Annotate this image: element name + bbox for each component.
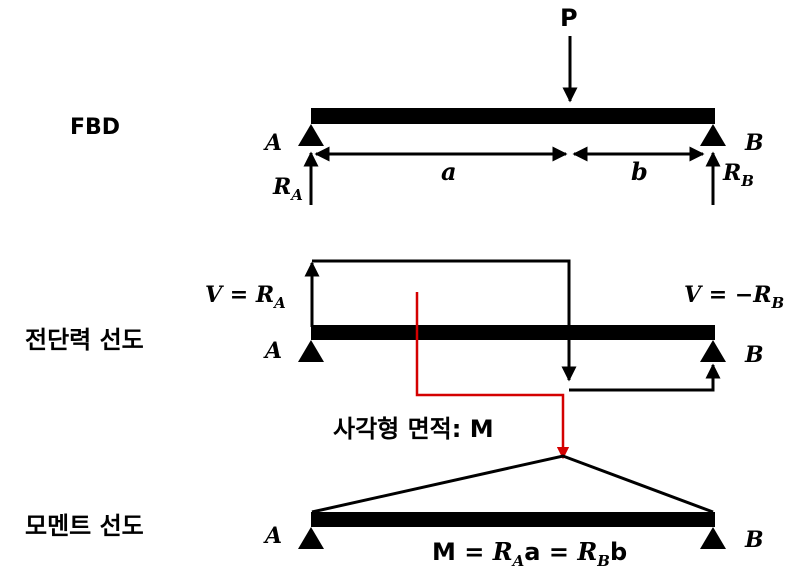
moment-equation: M = RAa = RBb <box>432 537 627 570</box>
beam-fbd <box>311 108 715 124</box>
load-label: P <box>560 4 578 32</box>
beam-moment <box>311 512 715 527</box>
support-a-shear <box>298 340 324 362</box>
section-label-shear: 전단력 선도 <box>25 326 144 354</box>
section-label-fbd: FBD <box>70 115 120 140</box>
section-label-moment: 모멘트 선도 <box>25 512 144 540</box>
shear-return-line <box>569 363 721 392</box>
shear-curve <box>312 259 577 382</box>
dimension-b-label: b <box>631 157 648 186</box>
support-label-b-fbd: B <box>744 130 764 156</box>
beam-shear <box>311 325 715 340</box>
shear-right-label: V = −RB <box>684 282 784 312</box>
support-label-a-moment: A <box>263 523 282 549</box>
support-b-fbd <box>700 124 726 146</box>
support-b-moment <box>700 527 726 549</box>
dimension-a-label: a <box>441 157 457 186</box>
area-to-moment-arrow <box>415 292 570 460</box>
support-b-shear <box>700 340 726 362</box>
support-label-b-moment: B <box>744 527 764 553</box>
support-label-b-shear: B <box>744 342 764 368</box>
reaction-b-label: RB <box>722 160 754 190</box>
shear-left-label: V = RA <box>205 282 286 312</box>
moment-curve <box>311 454 714 514</box>
support-a-fbd <box>298 124 324 146</box>
support-label-a-shear: A <box>263 338 282 364</box>
reaction-a-label: RA <box>272 174 303 204</box>
area-note: 사각형 면적: M <box>333 415 494 443</box>
support-a-moment <box>298 527 324 549</box>
support-label-a-fbd: A <box>263 130 282 156</box>
